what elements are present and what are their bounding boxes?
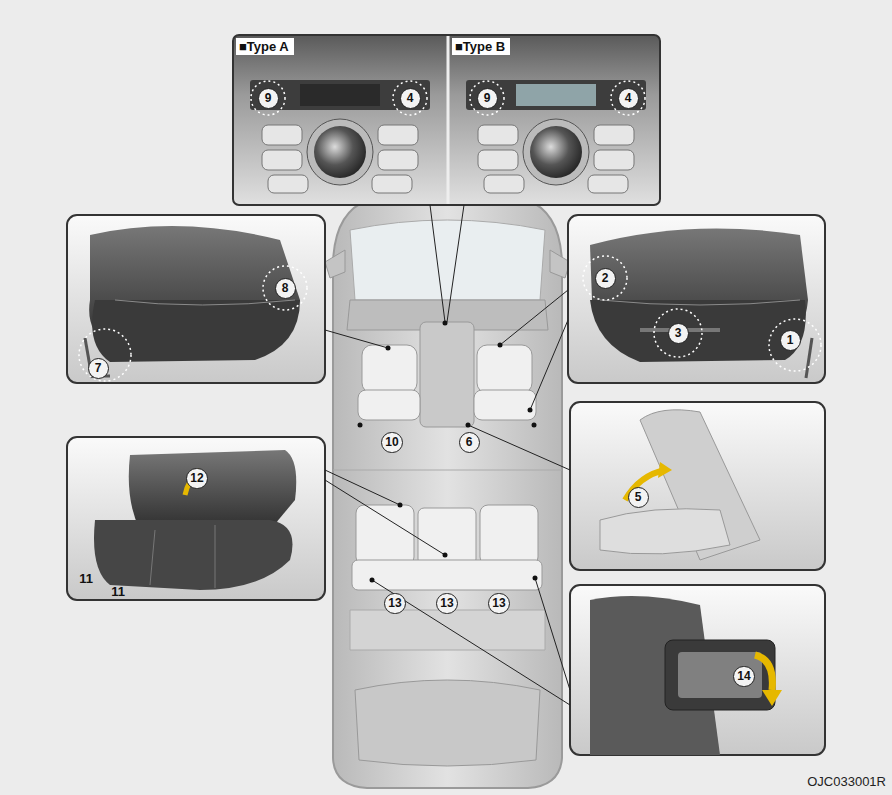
recline-lever-inset	[570, 402, 825, 570]
car-top-view	[325, 200, 570, 788]
callout-number: 9	[477, 88, 498, 109]
inset-panel: ■Type B	[449, 35, 660, 205]
passenger-seat-inset	[568, 215, 825, 383]
callout-number: 8	[275, 278, 296, 299]
callout-number: 14	[733, 666, 754, 687]
callout-number: 3	[668, 323, 689, 344]
callout-number: 11	[109, 583, 127, 600]
callout-number: 1	[780, 330, 801, 351]
figure-code: OJC033001R	[807, 774, 886, 789]
callout-number: 13	[488, 593, 509, 614]
callout-number: 7	[88, 358, 109, 379]
rear-seat-inset	[67, 437, 325, 600]
location-dots	[358, 321, 538, 583]
leader-lines	[325, 205, 570, 705]
callout-number: 13	[384, 593, 405, 614]
panel-heading: ■Type B	[452, 38, 510, 55]
callout-number: 4	[400, 88, 421, 109]
inset-panel: ■Type A	[233, 35, 447, 205]
callout-number: 10	[381, 432, 402, 453]
panel-heading: ■Type A	[236, 38, 294, 55]
driver-seat-inset	[67, 215, 325, 383]
callout-number: 11	[77, 570, 95, 587]
callout-number: 13	[436, 593, 457, 614]
callout-number: 6	[459, 432, 480, 453]
callout-number: 2	[595, 268, 616, 289]
climate-panel-inset	[233, 35, 660, 205]
callout-number: 9	[258, 88, 279, 109]
callout-number: 4	[618, 88, 639, 109]
callout-number: 5	[628, 487, 649, 508]
seat-release-inset	[570, 585, 825, 755]
callout-number: 12	[186, 468, 207, 489]
